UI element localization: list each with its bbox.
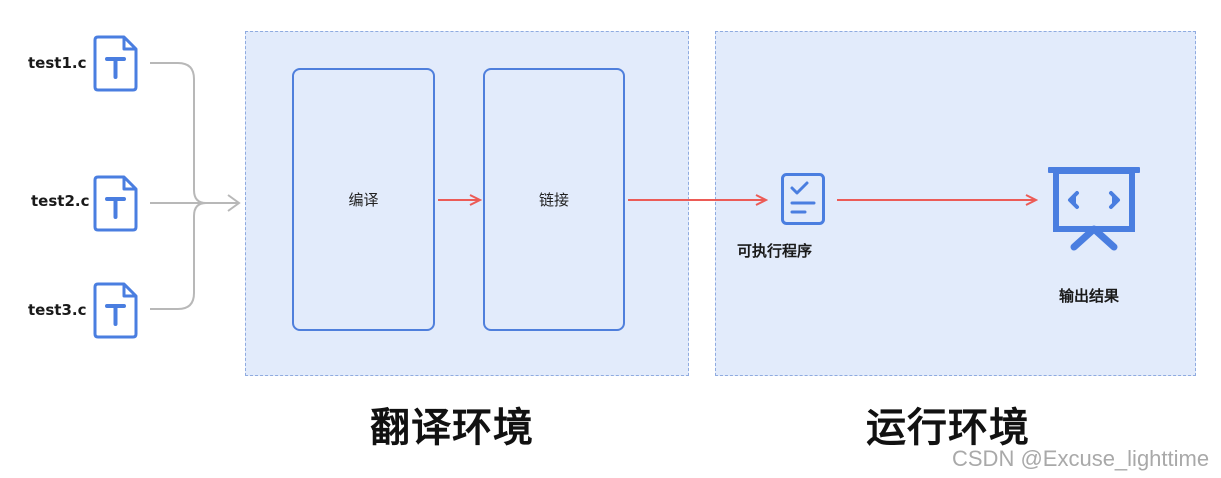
file3-connector-line (150, 202, 207, 310)
translation-environment-title: 翻译环境 (370, 405, 534, 451)
output-result-label: 输出结果 (1059, 287, 1120, 305)
link-stage-label: 链接 (538, 191, 569, 209)
executable-program-label: 可执行程序 (737, 242, 813, 260)
file-label-test3: test3.c (28, 301, 87, 319)
watermark-text: CSDN @Excuse_lighttime (952, 446, 1210, 471)
output-result-icon (1048, 167, 1140, 251)
file-label-test2: test2.c (31, 192, 90, 210)
text-file-icon (93, 175, 138, 232)
compile-stage-box: 编译 (292, 68, 435, 331)
translation-environment-panel (245, 31, 689, 376)
link-stage-box: 链接 (483, 68, 625, 331)
file1-connector-line (150, 62, 207, 204)
text-file-icon (93, 35, 138, 92)
runtime-environment-title: 运行环境 (866, 405, 1030, 451)
gray-arrowhead (227, 194, 241, 212)
executable-program-icon (781, 173, 825, 225)
text-file-icon (93, 282, 138, 339)
file-label-test1: test1.c (28, 54, 87, 72)
compile-stage-label: 编译 (348, 191, 379, 209)
